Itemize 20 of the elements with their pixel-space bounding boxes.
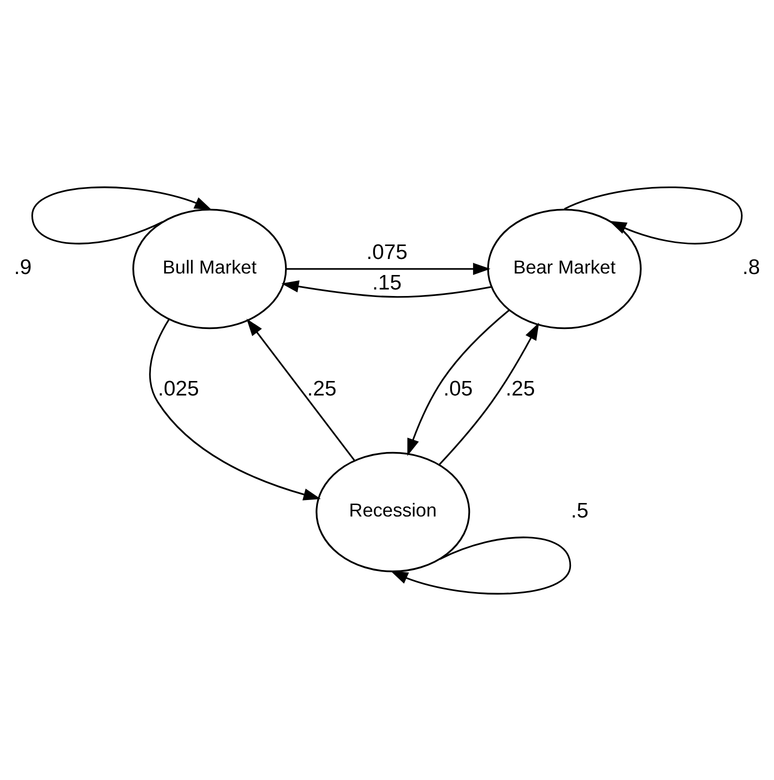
arrow [281,280,492,298]
arrow [149,318,321,500]
edge-label: .25 [307,377,336,400]
arrow [286,262,490,274]
arrow [407,308,510,456]
edge-label: .5 [570,498,588,522]
edge-label: .25 [506,377,536,400]
edge-label: .025 [158,377,200,400]
node-ellipse: Bull Market [132,208,287,329]
arrow [438,322,540,465]
edge-label: .05 [443,377,473,400]
arrow [31,186,212,244]
arrow [246,318,356,460]
edge-label: .075 [366,240,408,264]
arrow [390,536,572,594]
edge-label: .15 [372,270,402,294]
node-ellipse: Bear Market [487,208,642,329]
node-ellipse: Recession [316,451,470,572]
edge-label: .8 [742,256,760,279]
edge-label: .9 [14,256,32,279]
